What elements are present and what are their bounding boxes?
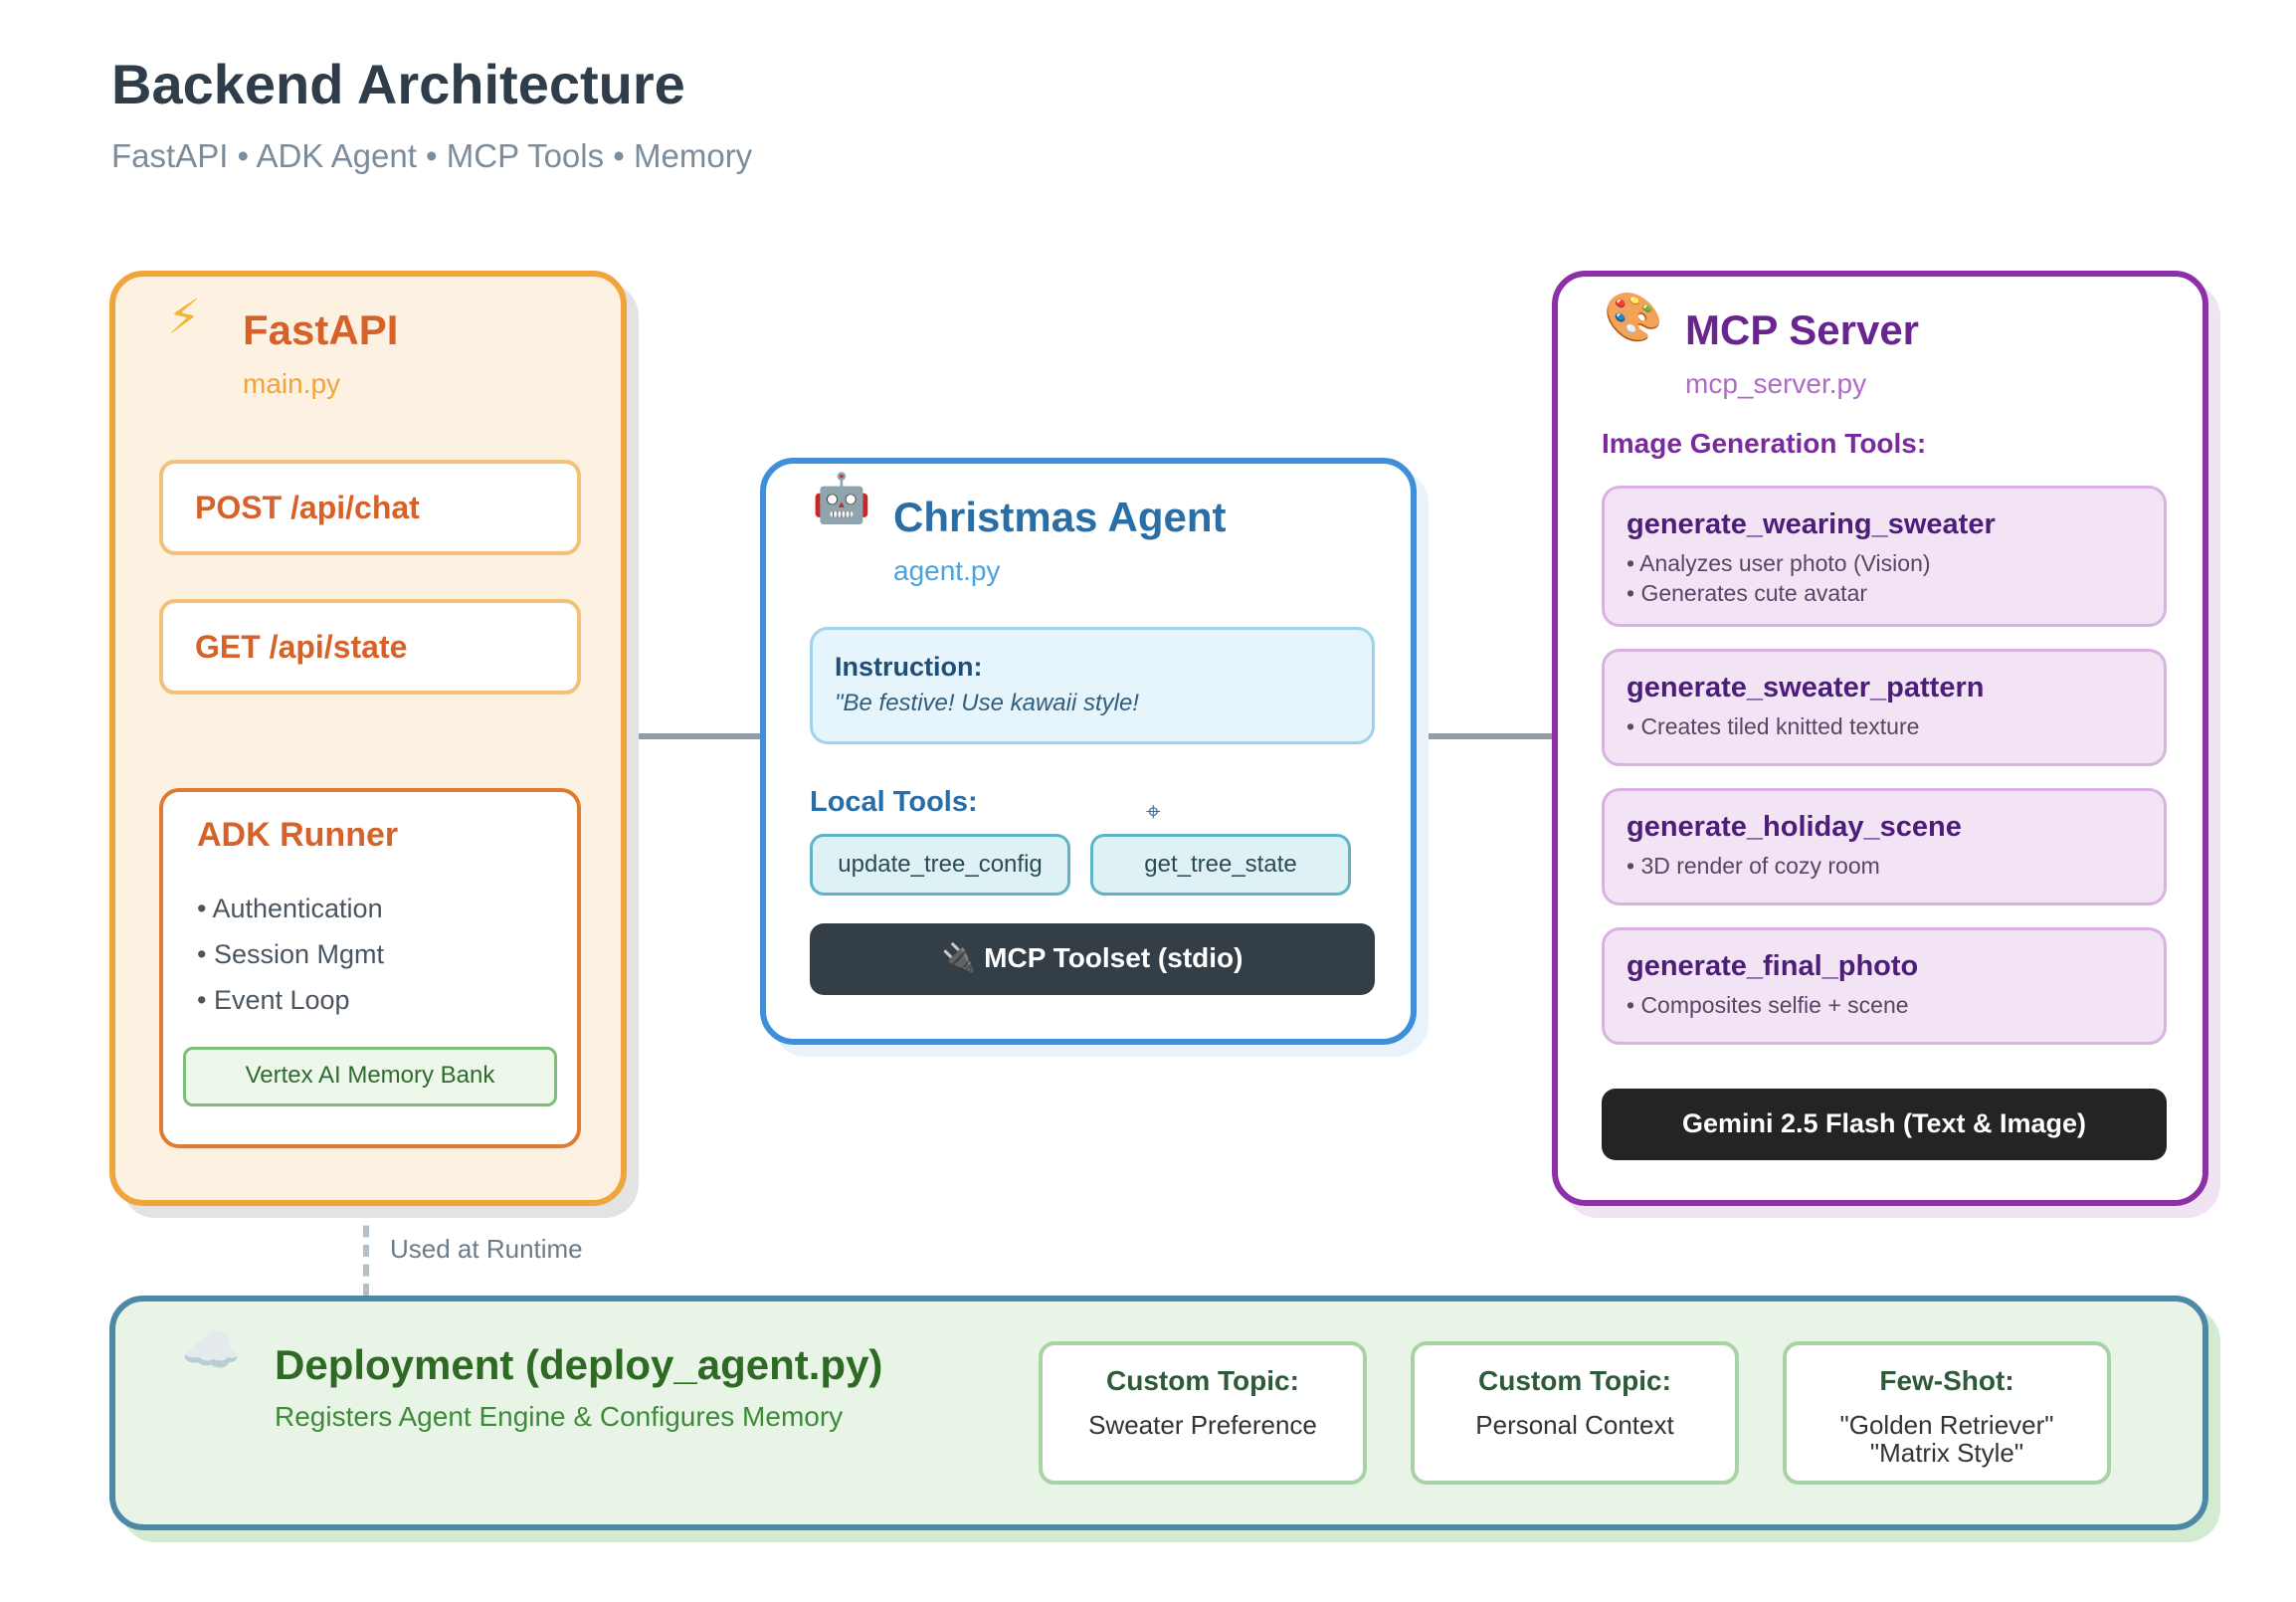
agent-title: Christmas Agent: [893, 494, 1227, 540]
runner-item: • Event Loop: [197, 985, 350, 1015]
few-shot-card: Few-Shot: "Golden Retriever" "Matrix Sty…: [1783, 1341, 2111, 1485]
tool-get-tree-state: get_tree_state: [1090, 834, 1351, 896]
tool-name: generate_sweater_pattern: [1626, 672, 1985, 703]
route-post-chat: POST /api/chat: [159, 460, 581, 555]
adk-runner-title: ADK Runner: [197, 816, 399, 854]
tool-desc: • Composites selfie + scene: [1626, 992, 1909, 1018]
topic-value: Personal Context: [1475, 1410, 1674, 1440]
lightning-icon: ⚡: [167, 292, 201, 344]
deployment-subtitle: Registers Agent Engine & Configures Memo…: [275, 1401, 844, 1432]
tool-desc: • Generates cute avatar: [1626, 580, 1868, 606]
runner-item: • Authentication: [197, 894, 383, 923]
mcp-tool-card: generate_holiday_scene • 3D render of co…: [1602, 788, 2167, 905]
route-get-state: GET /api/state: [159, 599, 581, 695]
adk-runner: ADK Runner • Authentication • Session Mg…: [159, 788, 581, 1148]
agent-file: agent.py: [893, 555, 1001, 586]
fastapi-panel: ⚡ FastAPI main.py POST /api/chat GET /ap…: [109, 271, 627, 1206]
runner-item: • Session Mgmt: [197, 939, 385, 969]
tool-name: generate_wearing_sweater: [1626, 508, 1996, 540]
tool-name: generate_final_photo: [1626, 950, 1919, 982]
agent-panel: 🤖 Christmas Agent agent.py Instruction: …: [760, 458, 1417, 1045]
runtime-label: Used at Runtime: [390, 1234, 583, 1264]
memory-topic-card: Custom Topic: Sweater Preference: [1039, 1341, 1367, 1485]
topic-value: "Golden Retriever" "Matrix Style": [1839, 1410, 2054, 1468]
tool-update-tree-config: update_tree_config: [810, 834, 1070, 896]
connector-runtime: [363, 1206, 369, 1296]
topic-label: Custom Topic:: [1478, 1365, 1671, 1396]
deployment-title: Deployment (deploy_agent.py): [275, 1341, 883, 1388]
image-tools-label: Image Generation Tools:: [1602, 428, 1927, 459]
local-tools-label: Local Tools:: [810, 786, 978, 818]
fastapi-file: main.py: [243, 368, 341, 399]
deployment-panel: ☁️ Deployment (deploy_agent.py) Register…: [109, 1296, 2208, 1530]
mcp-tool-card: generate_wearing_sweater • Analyzes user…: [1602, 486, 2167, 627]
mcp-tool-card: generate_final_photo • Composites selfie…: [1602, 927, 2167, 1045]
mcp-tool-card: generate_sweater_pattern • Creates tiled…: [1602, 649, 2167, 766]
mcp-toolset-bar: 🔌 MCP Toolset (stdio): [810, 923, 1375, 995]
fastapi-title: FastAPI: [243, 306, 399, 353]
topic-label: Few-Shot:: [1879, 1365, 2014, 1396]
crosshair-icon: ⌖: [1146, 796, 1161, 826]
mcp-panel: 🎨 MCP Server mcp_server.py Image Generat…: [1552, 271, 2208, 1206]
mcp-file: mcp_server.py: [1685, 368, 1867, 399]
tool-name: generate_holiday_scene: [1626, 811, 1962, 843]
mcp-title: MCP Server: [1685, 306, 1920, 353]
tool-desc: • 3D render of cozy room: [1626, 853, 1880, 879]
gemini-model-bar: Gemini 2.5 Flash (Text & Image): [1602, 1089, 2167, 1160]
page-title: Backend Architecture: [111, 53, 685, 115]
memory-bank-badge: Vertex AI Memory Bank: [183, 1047, 557, 1106]
topic-label: Custom Topic:: [1106, 1365, 1299, 1396]
memory-topic-card: Custom Topic: Personal Context: [1411, 1341, 1739, 1485]
instruction-label: Instruction:: [835, 652, 983, 682]
tool-desc: • Creates tiled knitted texture: [1626, 713, 1920, 739]
robot-icon: 🤖: [812, 473, 871, 525]
topic-value: Sweater Preference: [1088, 1410, 1317, 1440]
instruction-text: "Be festive! Use kawaii style!: [835, 690, 1139, 716]
tool-desc: • Analyzes user photo (Vision): [1626, 550, 1931, 576]
page-subtitle: FastAPI • ADK Agent • MCP Tools • Memory: [111, 137, 753, 174]
palette-icon: 🎨: [1604, 292, 1663, 344]
cloud-icon: ☁️: [181, 1324, 241, 1377]
connector-fastapi-agent: [627, 733, 760, 739]
instruction-box: Instruction: "Be festive! Use kawaii sty…: [810, 627, 1375, 744]
connector-agent-mcp: [1417, 733, 1552, 739]
